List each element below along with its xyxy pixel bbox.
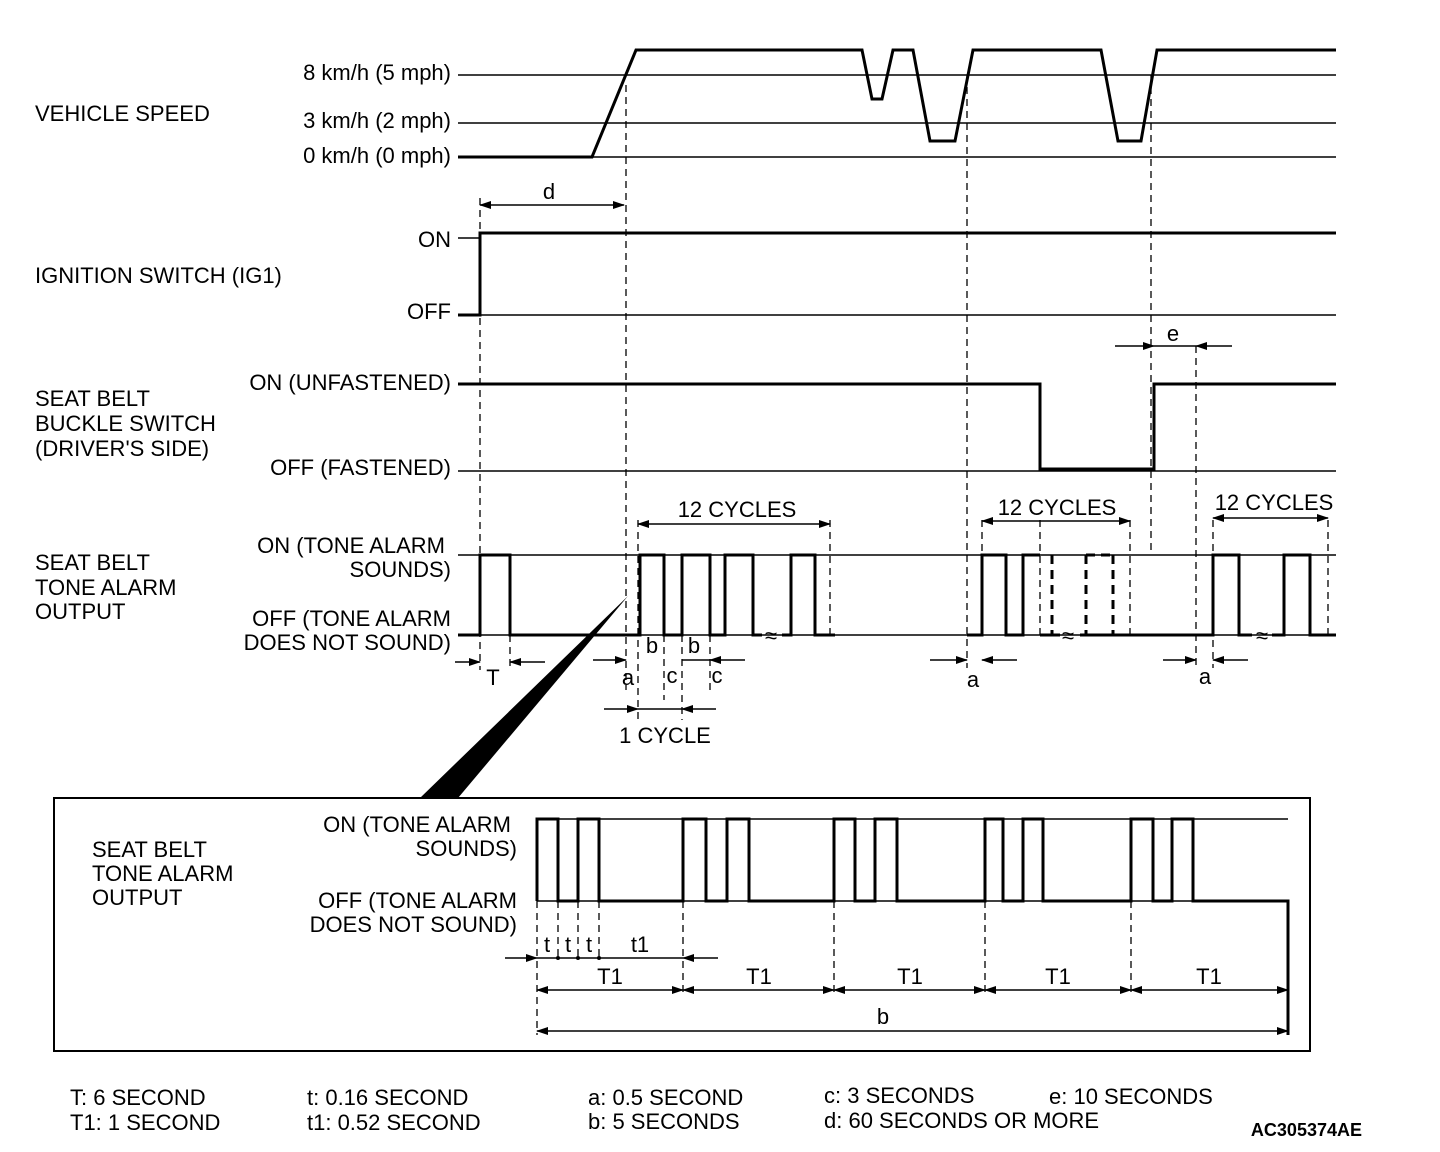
detail-on-label-2: SOUNDS): [416, 836, 517, 861]
tone-off-label-2: DOES NOT SOUND): [244, 630, 451, 655]
a2-label: a: [967, 667, 980, 692]
buckle-on-label: ON (UNFASTENED): [249, 370, 451, 395]
tone-on-label-2: SOUNDS): [350, 557, 451, 582]
speed-level-0: 0 km/h (0 mph): [303, 143, 451, 168]
legend: T: 6 SECOND T1: 1 SECOND t: 0.16 SECOND …: [70, 1083, 1362, 1140]
ignition-on-label: ON: [418, 227, 451, 252]
t-dot-2: [576, 956, 580, 960]
buckle-off-label: OFF (FASTENED): [270, 455, 451, 480]
cycles1-label: 12 CYCLES: [678, 497, 797, 522]
tone-label-3: OUTPUT: [35, 599, 125, 624]
tone-burst-3: [1196, 553, 1252, 637]
break-mark-2: ≈: [1062, 623, 1074, 648]
detail-trace: [535, 817, 1290, 1035]
d-label: d: [543, 179, 555, 204]
t-label-1: t: [544, 932, 550, 957]
buckle-label-3: (DRIVER'S SIDE): [35, 436, 209, 461]
b-detail-label: b: [877, 1004, 889, 1029]
legend-e: e: 10 SECONDS: [1049, 1084, 1213, 1109]
t-dot-1: [556, 956, 560, 960]
tone-burst-3-end: [1272, 553, 1336, 637]
ignition-section: IGNITION SWITCH (IG1) ON OFF d: [35, 179, 1336, 324]
a3-label: a: [1199, 664, 1212, 689]
tone-burst-1: [638, 553, 762, 637]
ignition-off-label: OFF: [407, 299, 451, 324]
ignition-trace: [458, 231, 1336, 317]
t-dot-3: [597, 956, 601, 960]
buckle-trace: [458, 382, 1336, 471]
detail-off-label-1: OFF (TONE ALARM: [318, 888, 517, 913]
break-mark-1: ≈: [765, 623, 777, 648]
detail-label-3: OUTPUT: [92, 885, 182, 910]
figure-code: AC305374AE: [1251, 1120, 1362, 1140]
t-label-3: t: [586, 932, 592, 957]
b1-label: b: [646, 633, 658, 658]
detail-label-2: TONE ALARM: [92, 861, 233, 886]
tone-burst-2: [967, 553, 1040, 637]
vehicle-speed-trace: [458, 48, 1336, 159]
tone-pulse-initial: [458, 553, 640, 637]
detail-on-label-1: ON (TONE ALARM: [323, 812, 511, 837]
buckle-label-2: BUCKLE SWITCH: [35, 411, 216, 436]
tone-on-label-1: ON (TONE ALARM: [257, 533, 445, 558]
cycles3-label: 12 CYCLES: [1215, 490, 1334, 515]
T1-label-4: T1: [1045, 964, 1071, 989]
b2-label: b: [688, 633, 700, 658]
buckle-label-1: SEAT BELT: [35, 386, 150, 411]
zoom-pointer: [420, 596, 628, 798]
guide-lines: [479, 75, 1197, 690]
T1-label-5: T1: [1196, 964, 1222, 989]
t-label-2: t: [565, 932, 571, 957]
detail-off-label-2: DOES NOT SOUND): [310, 912, 517, 937]
legend-a: a: 0.5 SECOND: [588, 1085, 743, 1110]
legend-c: c: 3 SECONDS: [824, 1083, 974, 1108]
legend-T1: T1: 1 SECOND: [70, 1110, 220, 1135]
legend-t1: t1: 0.52 SECOND: [307, 1110, 481, 1135]
detail-box: SEAT BELT TONE ALARM OUTPUT ON (TONE ALA…: [53, 797, 1311, 1052]
vehicle-speed-section: VEHICLE SPEED 8 km/h (5 mph) 3 km/h (2 m…: [35, 48, 1336, 168]
legend-T: T: 6 SECOND: [70, 1085, 206, 1110]
one-cycle-label: 1 CYCLE: [619, 723, 711, 748]
buckle-section: SEAT BELT BUCKLE SWITCH (DRIVER'S SIDE) …: [35, 321, 1336, 480]
ignition-label: IGNITION SWITCH (IG1): [35, 263, 282, 288]
tone-burst-1-end: [782, 553, 835, 637]
speed-level-8: 8 km/h (5 mph): [303, 60, 451, 85]
T1-label-1: T1: [597, 964, 623, 989]
t1-label: t1: [631, 932, 649, 957]
break-mark-3: ≈: [1256, 623, 1268, 648]
c1-label: c: [667, 663, 678, 688]
legend-d: d: 60 SECONDS OR MORE: [824, 1108, 1099, 1133]
speed-level-3: 3 km/h (2 mph): [303, 108, 451, 133]
vehicle-speed-label: VEHICLE SPEED: [35, 101, 210, 126]
T1-label-2: T1: [746, 964, 772, 989]
legend-t: t: 0.16 SECOND: [307, 1085, 468, 1110]
cycles2-label: 12 CYCLES: [998, 495, 1117, 520]
legend-b: b: 5 SECONDS: [588, 1109, 740, 1134]
tone-label-1: SEAT BELT: [35, 550, 150, 575]
e-label: e: [1167, 321, 1179, 346]
a1-label: a: [622, 665, 635, 690]
T1-label-3: T1: [897, 964, 923, 989]
c2-label: c: [712, 663, 723, 688]
T-label: T: [486, 665, 499, 690]
tone-label-2: TONE ALARM: [35, 575, 176, 600]
tone-section: SEAT BELT TONE ALARM OUTPUT ON (TONE ALA…: [35, 490, 1336, 748]
tone-off-label-1: OFF (TONE ALARM: [252, 606, 451, 631]
detail-label-1: SEAT BELT: [92, 837, 207, 862]
